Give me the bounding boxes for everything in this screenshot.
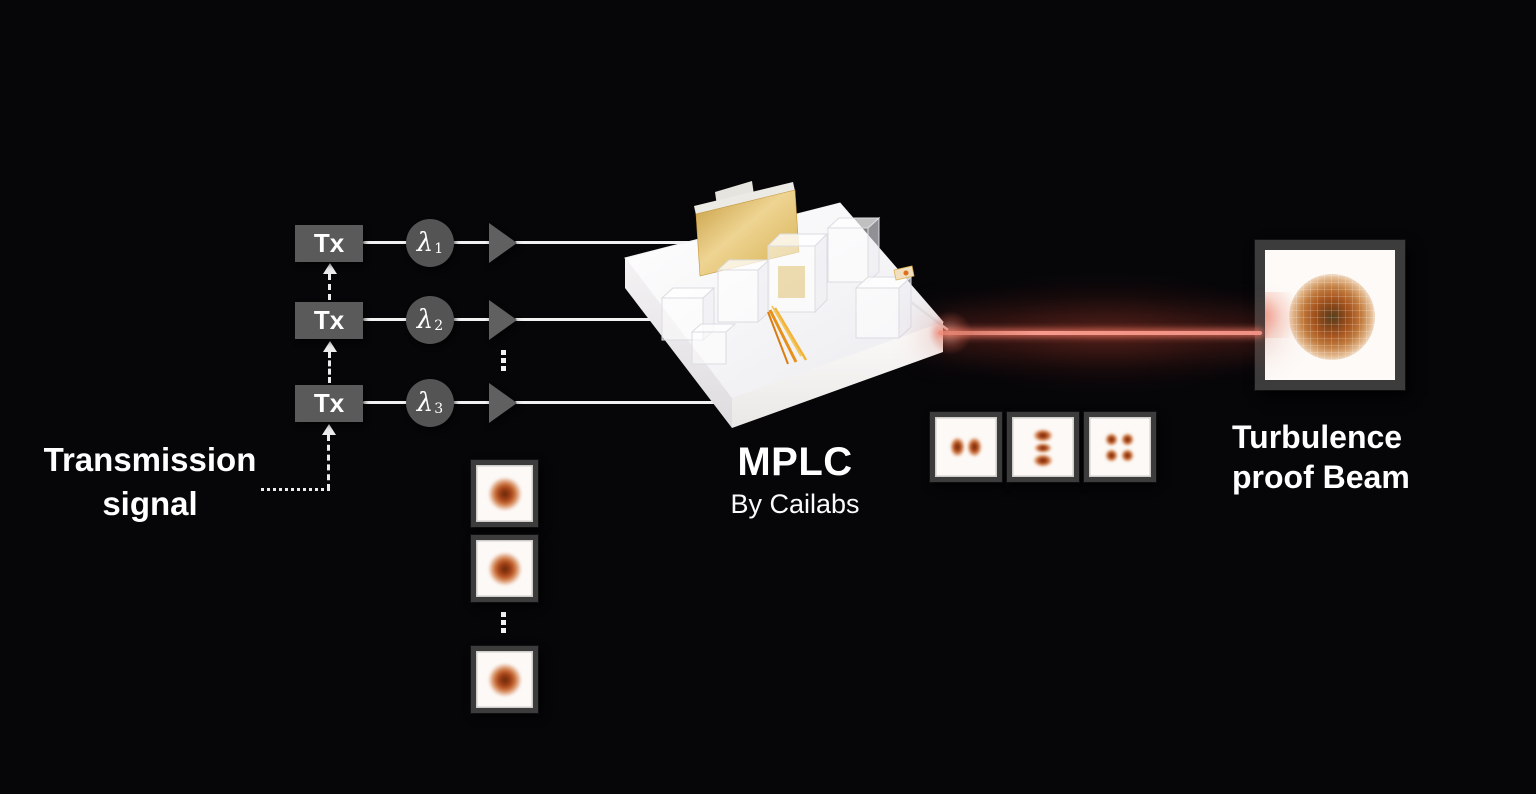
lambda1-subscript: 1 — [434, 241, 444, 257]
lambda3-subscript: 3 — [434, 401, 444, 417]
mplc-slab-left — [625, 258, 732, 428]
fiber-fan — [767, 305, 808, 365]
wire-tx2-lambda2 — [363, 318, 407, 321]
arrow-up-icon — [323, 341, 337, 352]
wire-lambda2-amp2 — [453, 318, 491, 321]
laser-beam — [938, 331, 1262, 335]
amplifier-icon-3 — [489, 383, 517, 423]
dashed-line-tx3-tx2 — [328, 352, 331, 383]
wire-amp1-mplc — [515, 241, 693, 244]
wire-tx3-lambda3 — [363, 401, 407, 404]
mux-mode-panel-four-lobe — [1084, 412, 1156, 482]
gaussian-dot-icon — [476, 540, 533, 597]
tx-label-1: Tx — [313, 228, 345, 258]
gaussian-dot-icon — [476, 651, 533, 708]
four-lobe-mode-icon — [1089, 417, 1151, 477]
lambda2-subscript: 2 — [434, 318, 444, 334]
turbulence-label-line2: proof Beam — [1232, 459, 1410, 495]
mux-mode-panel-two-lobe — [930, 412, 1002, 482]
tx-label-3: Tx — [313, 388, 345, 418]
fiber-tip-icon — [903, 270, 909, 276]
mplc-label: MPLC By Cailabs — [685, 440, 905, 520]
gaussian-dot-icon — [476, 465, 533, 522]
wire-amp3-mplc — [515, 401, 715, 404]
amplifier-icon-2 — [489, 300, 517, 340]
transmission-signal-line2: signal — [102, 485, 198, 522]
lambda1-symbol: λ — [416, 228, 434, 258]
wire-lambda3-amp3 — [453, 401, 491, 404]
dotted-line-signal — [261, 488, 330, 491]
mirror-top-edge — [694, 182, 795, 215]
tx-label-2: Tx — [313, 305, 345, 335]
two-lobe-mode-icon — [935, 417, 997, 477]
input-mode-panel-2 — [471, 535, 538, 602]
wire-lambda1-amp1 — [453, 241, 491, 244]
turbulence-label-line1: Turbulence — [1232, 419, 1403, 455]
tx-box-3: Tx — [295, 385, 363, 422]
vertical-ellipsis-icon — [501, 612, 506, 633]
transmission-signal-line1: Transmission — [43, 441, 257, 478]
vertical-ellipsis-icon — [501, 350, 506, 371]
mplc-subtitle: By Cailabs — [730, 489, 860, 519]
dashed-line-signal-tx3 — [327, 435, 330, 490]
glass-optics — [660, 216, 913, 365]
mplc-title: MPLC — [737, 440, 853, 484]
transmission-signal-label: Transmission signal — [22, 438, 278, 526]
amplifier-icon-1 — [489, 223, 517, 263]
dashed-line-tx2-tx1 — [328, 274, 331, 300]
input-mode-panel-1 — [471, 460, 538, 527]
lambda2-symbol: λ — [416, 305, 434, 335]
tx-box-2: Tx — [295, 302, 363, 339]
turbulence-proof-gaussian-icon — [1265, 250, 1395, 380]
output-beam-panel — [1255, 240, 1405, 390]
mux-mode-panel-three-lobe — [1007, 412, 1079, 482]
arrow-up-icon — [322, 424, 336, 435]
tx-box-1: Tx — [295, 225, 363, 262]
mplc-slab-right — [732, 322, 943, 428]
mplc-device-render — [624, 181, 949, 428]
arrow-up-icon — [323, 263, 337, 274]
turbulence-proof-beam-label: Turbulence proof Beam — [1232, 417, 1532, 497]
lambda3-symbol: λ — [416, 388, 434, 418]
output-gaussian-spot — [1289, 274, 1375, 360]
three-lobe-mode-icon — [1012, 417, 1074, 477]
input-mode-panel-3 — [471, 646, 538, 713]
wire-tx1-lambda1 — [363, 241, 407, 244]
wire-amp2-mplc — [515, 318, 673, 321]
